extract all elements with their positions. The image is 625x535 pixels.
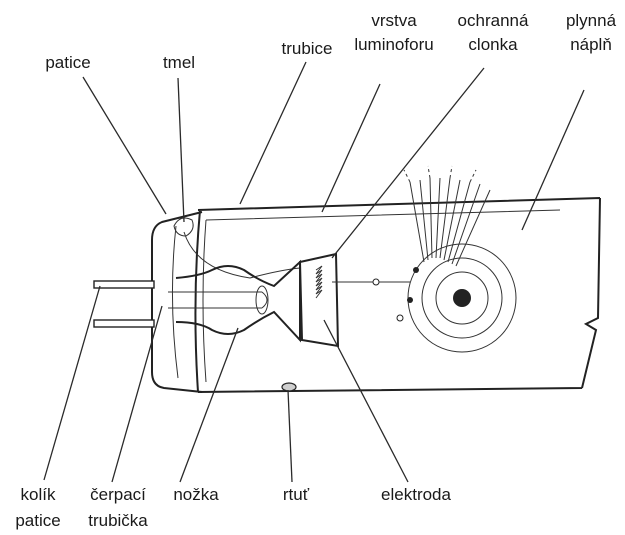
- leader-ochranna: [331, 67, 485, 259]
- electrode-coil: [315, 265, 323, 299]
- uv-rays: [403, 165, 491, 267]
- leader-tmel: [177, 77, 185, 223]
- base-cap-inner: [171, 225, 179, 379]
- leader-lines: [43, 61, 585, 483]
- emission-point: [372, 278, 380, 286]
- lead-wire: [183, 231, 301, 279]
- leader-cerpaci: [111, 305, 163, 483]
- label-vrstva-1: vrstva: [371, 11, 417, 30]
- lamp-drawing: [93, 165, 601, 393]
- leader-rtut: [287, 389, 293, 483]
- phosphor-layer: [202, 209, 561, 383]
- leader-kolik: [43, 285, 101, 481]
- leader-patice: [82, 76, 167, 215]
- leader-vrstva: [321, 83, 381, 213]
- mercury-droplet: [281, 382, 297, 392]
- label-plynna-1: plynná: [566, 11, 617, 30]
- label-ochranna-2: clonka: [468, 35, 518, 54]
- label-kolik-2: patice: [15, 511, 60, 530]
- label-kolik-1: kolík: [21, 485, 56, 504]
- glass-tube: [194, 197, 601, 393]
- base-pin-lower: [93, 319, 155, 328]
- exhaust-tube: [168, 291, 268, 309]
- label-plynna-2: náplň: [570, 35, 612, 54]
- label-patice: patice: [45, 53, 90, 72]
- leader-plynna: [521, 89, 585, 231]
- leader-nozka: [179, 327, 239, 483]
- label-ochranna-1: ochranná: [458, 11, 529, 30]
- base-cap: [151, 211, 203, 393]
- label-cerpaci-2: trubička: [88, 511, 148, 530]
- mercury-atom: [396, 243, 517, 353]
- leader-trubice: [239, 61, 307, 205]
- base-pin-upper: [93, 280, 155, 289]
- leader-elektroda: [323, 319, 409, 483]
- label-trubice: trubice: [281, 39, 332, 58]
- labels: patice tmel trubice vrstva luminoforu oc…: [15, 11, 616, 530]
- label-nozka: nožka: [173, 485, 219, 504]
- exhaust-tube-end: [255, 285, 269, 315]
- label-elektroda: elektroda: [381, 485, 451, 504]
- label-vrstva-2: luminoforu: [354, 35, 433, 54]
- label-cerpaci-1: čerpací: [90, 485, 146, 504]
- label-rtut: rtuť: [283, 485, 310, 504]
- cement-blob: [173, 217, 194, 237]
- label-tmel: tmel: [163, 53, 195, 72]
